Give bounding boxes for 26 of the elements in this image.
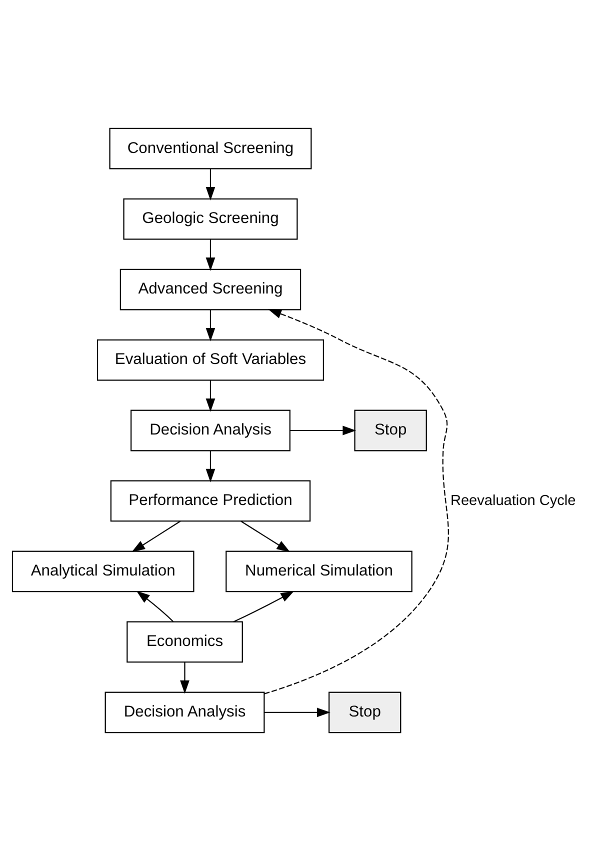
arrow: [233, 590, 294, 622]
arrow: [264, 309, 449, 694]
arrow: [264, 708, 330, 718]
arrow: [206, 380, 216, 412]
node-box: Economics: [126, 621, 243, 663]
edge-label: Reevaluation Cycle: [450, 492, 576, 509]
arrow: [206, 310, 216, 342]
node-box: Conventional Screening: [109, 128, 312, 170]
node-box: Decision Analysis: [104, 692, 265, 734]
arrow: [136, 590, 174, 622]
arrow: [206, 451, 216, 482]
arrow: [206, 240, 216, 271]
node-box: Stop: [354, 410, 427, 452]
arrow: [180, 662, 190, 694]
node-box: Stop: [328, 692, 402, 734]
arrow: [240, 520, 290, 552]
node-box: Performance Prediction: [110, 480, 311, 522]
node-box: Advanced Screening: [120, 268, 302, 310]
arrow: [206, 169, 216, 200]
node-box: Evaluation of Soft Variables: [96, 339, 324, 381]
node-box: Analytical Simulation: [12, 550, 194, 592]
arrow: [132, 520, 181, 552]
node-box: Numerical Simulation: [226, 550, 412, 592]
arrow: [290, 426, 356, 436]
node-box: Decision Analysis: [130, 410, 290, 452]
node-box: Geologic Screening: [123, 198, 298, 240]
